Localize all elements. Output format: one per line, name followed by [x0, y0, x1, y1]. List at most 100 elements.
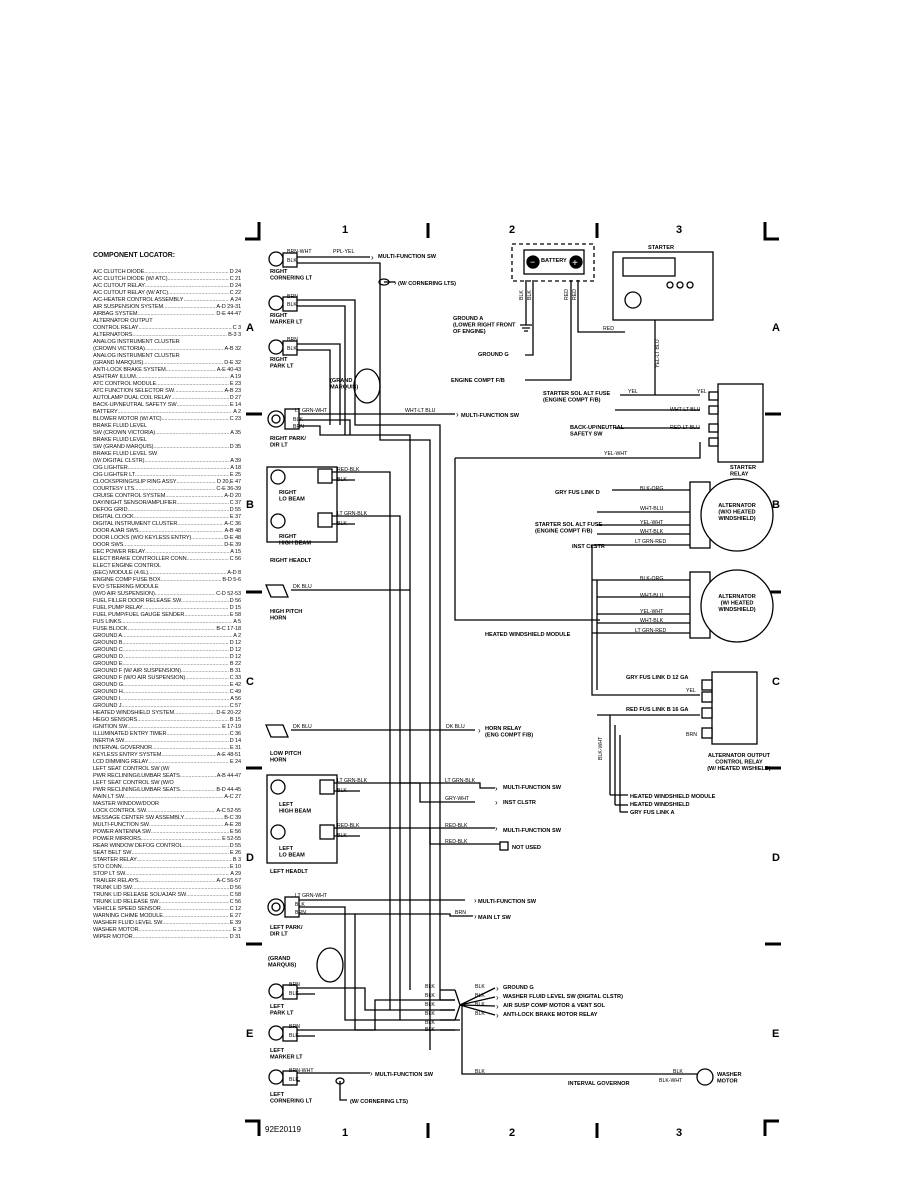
locator-ref: C 58 [229, 892, 241, 898]
locator-ref: C 33 [229, 675, 241, 681]
locator-component: IGNITION SW [93, 724, 128, 730]
leader-dots [186, 892, 228, 899]
row-label: C [246, 676, 254, 688]
wires [285, 256, 701, 1101]
locator-component: GROUND H [93, 689, 123, 695]
drawing-number: 92E20119 [265, 1125, 301, 1134]
locator-component: KEYLESS ENTRY SYSTEM [93, 752, 162, 758]
label-starter-sol-fuse: STARTER SOL ALT FUSE(ENGINE COMPT F/B) [543, 391, 610, 404]
leader-dots [148, 570, 226, 577]
locator-row: FUEL PUMP RELAYD 15 [93, 605, 241, 612]
locator-component: TRUNK LID RELEASE SOL/AJAR SW [93, 892, 187, 898]
locator-row: DOOR SWSD-E 39 [93, 542, 241, 549]
leader-dots [174, 388, 223, 395]
leader-dots [180, 773, 216, 780]
locator-row: A/C CUTOUT RELAY (W/ ATC)C 22 [93, 290, 241, 297]
locator-ref: E 42 [229, 682, 241, 688]
locator-component: GROUND E [93, 661, 123, 667]
locator-component: BRAKE FLUID LEVEL [93, 423, 147, 429]
locator-row: CIG LIGHTERA 18 [93, 465, 241, 472]
svg-text:BLK: BLK [475, 993, 485, 999]
leader-dots [144, 269, 228, 276]
leader-dots [181, 598, 228, 605]
locator-row: ATC FUNCTION SELECTOR SWA-B 23 [93, 388, 241, 395]
leader-dots [187, 556, 229, 563]
locator-component: STO CONN [93, 864, 122, 870]
locator-row: MAIN LT SWA-C 27 [93, 794, 241, 801]
locator-component: GROUND C [93, 647, 123, 653]
locator-component: AIRBAG SYSTEM [93, 311, 138, 317]
svg-text:DK BLU: DK BLU [293, 724, 312, 730]
svg-text:RED: RED [603, 326, 614, 332]
leader-dots [128, 465, 230, 472]
locator-row: DIGITAL CLOCKE 37 [93, 514, 241, 521]
leader-dots [135, 472, 229, 479]
locator-component: DOOR SWS [93, 542, 124, 548]
locator-ref: D-E 20-22 [216, 710, 241, 716]
locator-component: ILLUMINATED ENTRY TIMER [93, 731, 167, 737]
locator-component: GROUND I [93, 696, 121, 702]
locator-component: WASHER FLUID LEVEL SW [93, 920, 163, 926]
locator-component: GROUND J [93, 703, 122, 709]
locator-row: FUEL PUMP/FUEL GAUGE SENDERE 58 [93, 612, 241, 619]
label-multi-fn-sw-3: MULTI-FUNCTION SW [503, 785, 562, 791]
label-right-park-dir: RIGHT PARK/DIR LT [270, 436, 306, 449]
low-pitch-horn [265, 724, 289, 738]
svg-text:LT GRN-BLK: LT GRN-BLK [337, 511, 368, 517]
locator-ref: D 55 [229, 507, 241, 513]
locator-row: SEAT BELT SWE 26 [93, 850, 241, 857]
svg-text:BRN-WHT: BRN-WHT [289, 1068, 314, 1074]
locator-row: STARTER RELAYB 3 [93, 857, 241, 864]
label-left-park-dir: LEFT PARK/DIR LT [270, 925, 303, 938]
leader-dots [127, 724, 221, 731]
locator-component: COURTESY LTS [93, 486, 135, 492]
locator-row: ALTERNATOR OUTPUT [93, 318, 241, 325]
component-locator: COMPONENT LOCATOR: A/C CLUTCH DIODED 24A… [93, 252, 241, 941]
leader-dots [166, 731, 228, 738]
label-heated-ws-module: HEATED WINDSHIELD MODULE [485, 632, 571, 638]
minus-icon: − [530, 257, 535, 267]
alternator-output-relay [711, 671, 758, 745]
locator-row: INTERVAL GOVERNORE 31 [93, 745, 241, 752]
svg-text:LT GRN-RED: LT GRN-RED [635, 539, 666, 545]
label-not-used: NOT USED [512, 845, 541, 851]
locator-row: STOP LT SWA 29 [93, 871, 241, 878]
label-multi-fn-sw-4: MULTI-FUNCTION SW [503, 828, 562, 834]
leader-dots [122, 633, 232, 640]
locator-row: BRAKE FLUID LEVEL SW [93, 451, 241, 458]
locator-ref: A-B 44-47 [216, 773, 241, 779]
locator-row: EVO STEERING MODULE [93, 584, 241, 591]
locator-component: SEAT BELT SW [93, 850, 132, 856]
locator-component: SW (CROWN VICTORIA) [93, 430, 156, 436]
locator-component: GROUND G [93, 682, 123, 688]
locator-component: LEFT SEAT CONTROL SW (W/ [93, 766, 170, 772]
locator-ref: D 20,E 47 [217, 479, 241, 485]
plus-icon: + [572, 258, 578, 269]
locator-ref: D-E 48 [224, 535, 241, 541]
svg-text:›: › [495, 798, 498, 807]
locator-row: A/C CLUTCH DIODE (W/ ATC)C 21 [93, 276, 241, 283]
locator-ref: A-E 48-51 [216, 752, 241, 758]
leader-dots [127, 507, 228, 514]
locator-row: ANTI-LOCK BRAKE SYSTEMA-E 40-43 [93, 367, 241, 374]
row-label: E [246, 1028, 253, 1040]
col-label: 2 [509, 224, 515, 236]
leader-dots [125, 871, 229, 878]
leader-dots [132, 885, 229, 892]
locator-row: GROUND F (W/O AIR SUSPENSION)C 33 [93, 675, 241, 682]
svg-text:BRN: BRN [287, 294, 298, 300]
locator-row: A/C CUTOUT RELAYD 24 [93, 283, 241, 290]
left-marker-lamp [268, 1025, 298, 1042]
locator-component: POWER ANTENNA SW [93, 829, 151, 835]
locator-row: ANALOG INSTRUMENT CLUSTER [93, 353, 241, 360]
locator-component: ATC FUNCTION SELECTOR SW [93, 388, 174, 394]
locator-ref: D 12 [229, 654, 241, 660]
locator-row: (GRAND MARQUIS)D-E 32 [93, 360, 241, 367]
row-label: C [772, 676, 780, 688]
svg-text:YEL-LT BLU: YEL-LT BLU [655, 339, 661, 368]
locator-ref: A-C 36 [224, 521, 241, 527]
label-starter: STARTER [648, 245, 674, 251]
